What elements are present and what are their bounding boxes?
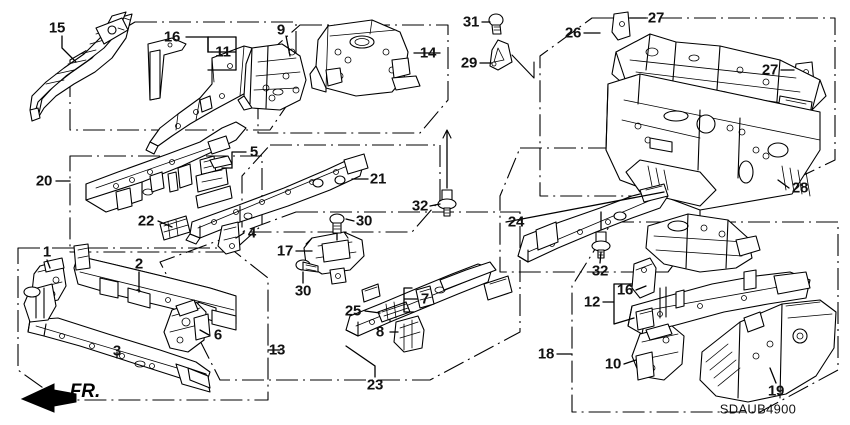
callout-29[interactable]: 29 [460,54,478,72]
callout-14[interactable]: 14 [419,44,437,62]
callout-10[interactable]: 10 [604,355,622,373]
part-9-wheelhouse [237,43,307,111]
part-19-wheelhouse-outer [699,299,837,403]
callout-21[interactable]: 21 [369,170,387,188]
callout-11[interactable]: 11 [215,43,231,61]
part-10-bracket [631,323,685,381]
callout-30-upper[interactable]: 30 [355,212,373,230]
callout-27-left[interactable]: 27 [647,9,665,27]
part-16-bracket-right [631,257,657,299]
callout-5[interactable]: 5 [249,143,259,161]
callout-32-lower[interactable]: 32 [591,262,609,280]
callout-9[interactable]: 9 [276,21,286,39]
part-17-mount-bracket [303,231,365,285]
part-29-bracket [489,39,535,79]
callout-17[interactable]: 17 [276,242,294,260]
group-outline-21 [241,144,441,233]
part-27-bracket-left [611,11,631,41]
part-15-upper-frame [29,11,133,122]
callout-1[interactable]: 1 [42,243,52,261]
callout-22[interactable]: 22 [137,212,155,230]
callout-23[interactable]: 23 [366,376,384,394]
callout-28[interactable]: 28 [791,179,809,197]
callout-19[interactable]: 19 [767,382,785,400]
part-24-side-member [517,183,669,263]
callout-2[interactable]: 2 [134,255,144,273]
part-18-wheelhouse-inner [645,213,761,273]
part-30-bolt-upper [329,213,345,241]
callout-4[interactable]: 4 [247,224,257,242]
part-3-lower-beam [23,283,211,393]
part-7b-clip [415,285,435,309]
callout-7[interactable]: 7 [420,290,430,308]
callout-26[interactable]: 26 [564,24,582,42]
callout-16-upper[interactable]: 16 [163,28,181,46]
part-20-frame-upper [85,121,247,213]
callout-6[interactable]: 6 [213,326,223,344]
part-22-clip [159,215,191,241]
callout-32-upper[interactable]: 32 [411,197,429,215]
part-16-bracket-upper [147,37,187,101]
callout-25[interactable]: 25 [344,302,362,320]
front-direction-label: FR. [69,381,101,402]
front-direction-arrow [20,383,77,413]
callout-24[interactable]: 24 [507,213,525,231]
callout-13[interactable]: 13 [268,341,286,359]
leader-lines [46,17,795,384]
group-outline-23 [159,211,521,381]
callout-20[interactable]: 20 [35,172,53,190]
group-outline-18 [571,221,839,413]
part-32-bolt-upper [437,129,457,217]
callout-31[interactable]: 31 [462,13,480,31]
part-30-bolt-lower [295,259,319,273]
callout-30-lower[interactable]: 30 [294,282,312,300]
diagram-code: SDAUB4900 [719,401,797,417]
group-outline-26 [539,17,836,197]
callout-3[interactable]: 3 [112,342,122,360]
callout-27-right[interactable]: 27 [761,61,779,79]
part-32-bolt-lower [591,211,611,259]
group-outline-20 [69,155,263,253]
part-28-dashboard-panel [605,73,821,211]
callout-16-right[interactable]: 16 [616,281,634,299]
part-12-side-frame [627,269,811,335]
part-4-bracket [217,221,241,255]
group-outline-14 [257,24,449,134]
callout-15[interactable]: 15 [48,19,66,37]
part-8-clip [393,315,425,353]
callout-12[interactable]: 12 [583,293,601,311]
callout-18[interactable]: 18 [537,345,555,363]
part-21-frame-rail [185,153,369,245]
callout-8[interactable]: 8 [375,323,385,341]
part-31-bolt [488,13,504,35]
part-14-damper-housing [309,19,421,97]
part-2-bulkhead-upper [73,243,237,331]
group-outline-11 [69,21,297,131]
